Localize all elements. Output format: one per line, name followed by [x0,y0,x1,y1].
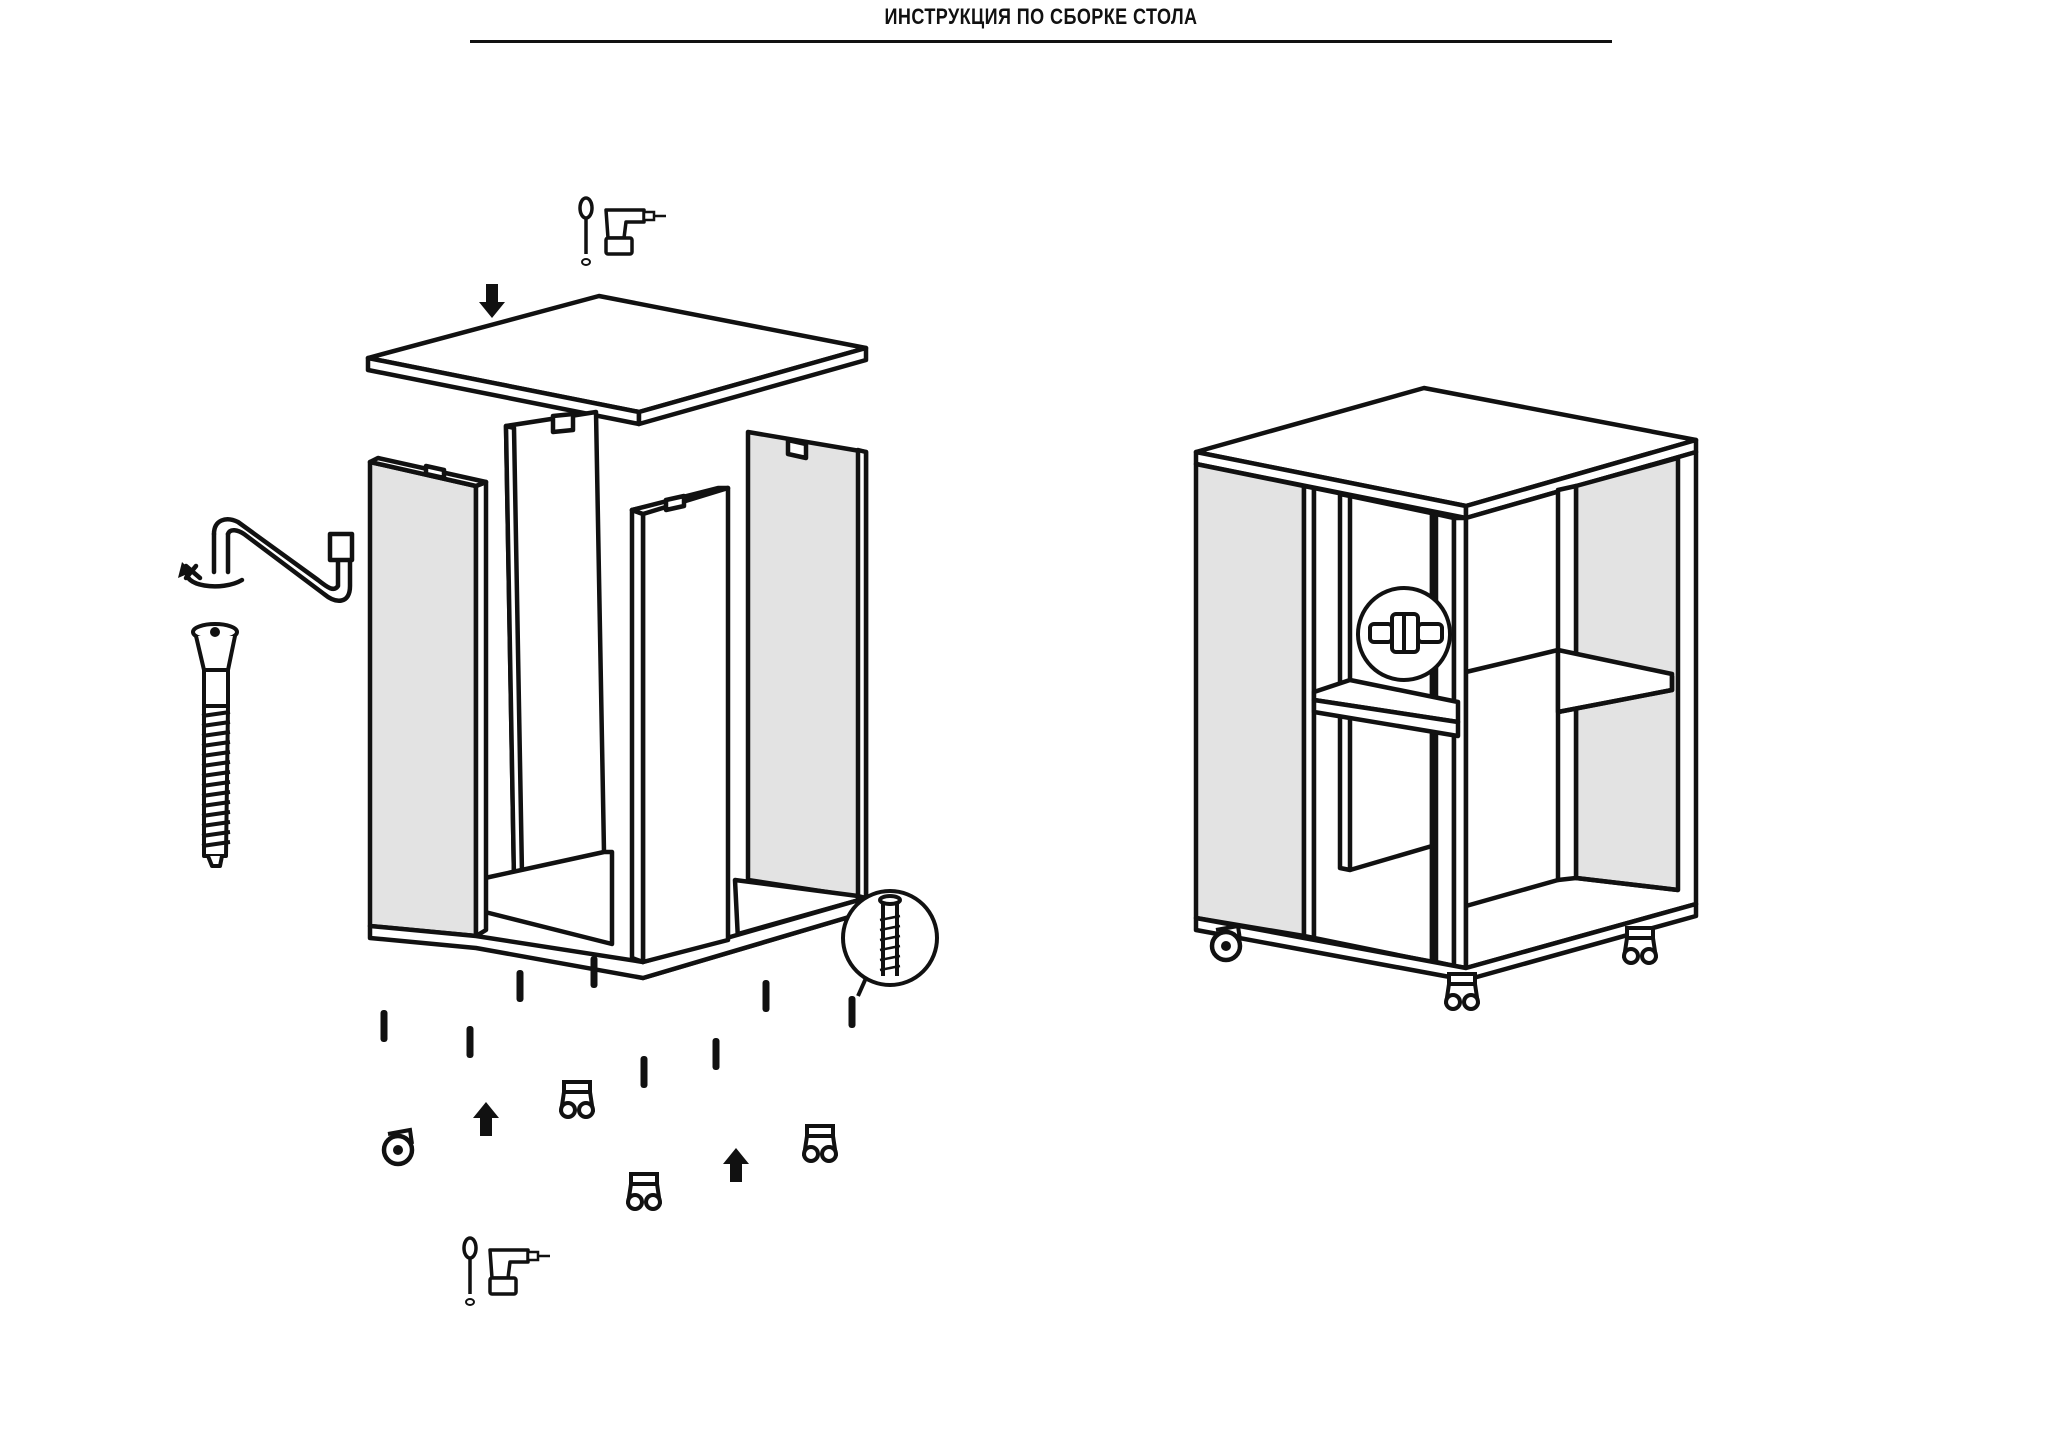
arrow-up-icon [723,1148,749,1182]
tools-bottom-icon [462,1236,552,1307]
side-panel-left [367,455,489,939]
dowel-icon [762,980,770,1012]
caster-wheel-icon [559,1080,595,1119]
dowel-icon [712,1038,720,1070]
page-header: ИНСТРУКЦИЯ ПО СБОРКЕ СТОЛА [470,0,1612,43]
dowel-icon [848,996,856,1028]
page-title: ИНСТРУКЦИЯ ПО СБОРКЕ СТОЛА [884,4,1198,29]
top-panel [365,293,869,427]
dowel-icon [466,1026,474,1058]
assembled-cabinet [1193,385,1699,983]
arrow-down-icon [479,284,505,318]
rotation-arrow-icon [178,562,192,578]
dowel-icon [516,970,524,1002]
middle-partition [629,485,731,965]
caster-wheel-icon [802,1124,838,1163]
screw-detail-callout [841,889,939,997]
side-panel-right [745,429,869,901]
confirmat-screw-icon [191,622,239,868]
shelf-pin-callout [1356,586,1452,682]
caster-wheel-icon [384,1130,412,1164]
back-panel-left [503,409,607,881]
assembled-side-left [1193,461,1307,939]
allen-key-icon [183,517,355,603]
caster-wheel-icon [1622,926,1658,965]
dowel-icon [640,1056,648,1088]
caster-wheel-icon [626,1172,662,1211]
caster-wheel-icon [1444,972,1480,1011]
arrow-up-icon [473,1102,499,1136]
dowel-icon [590,956,598,988]
dowel-group [380,956,856,1088]
dowel-icon [380,1010,388,1042]
tools-top-icon [578,196,668,267]
